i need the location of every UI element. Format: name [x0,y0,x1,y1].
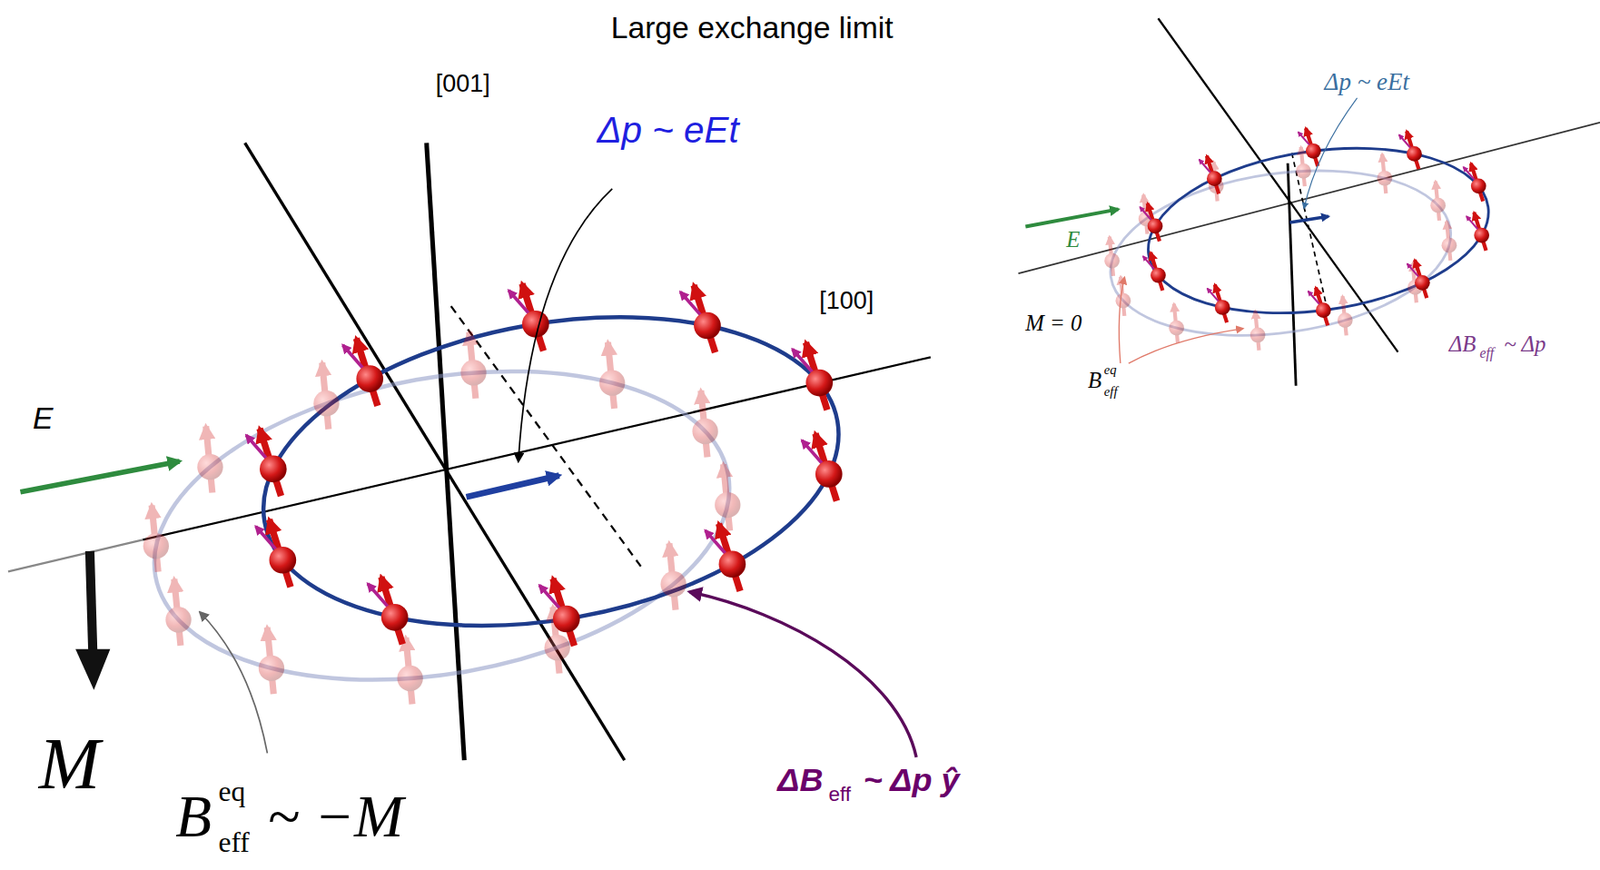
field-symbol: ΔB [777,763,823,797]
spin-vector [246,428,287,496]
spin-vector [599,342,625,409]
spin-vector [1207,284,1231,323]
subscript: eff [217,828,249,857]
spin-vector [714,464,741,531]
field-label: E [32,403,53,435]
spin-vector [343,338,384,406]
momentum-label: Δp ~ eEt [596,112,739,149]
subscript: eff [1104,385,1118,399]
spin-vector [1407,259,1431,298]
spin-vector [1399,130,1423,169]
spin-vector [1463,163,1487,202]
spin-vector [1430,181,1446,221]
field-arrow [19,461,179,493]
spin-vector [661,543,687,610]
spin-vector [165,579,191,646]
spin-vector [1199,156,1223,195]
momentum-shift-arrow [1289,216,1329,223]
magnetization-arrowhead [75,649,110,691]
axis-line [426,142,465,761]
axis-line [1017,122,1600,274]
spin-vector [680,285,721,353]
fermi-contour [1137,128,1500,334]
spin-vector [1298,128,1322,167]
spin-vector [143,505,169,573]
spin-vector [1250,310,1266,350]
leader-line [1118,277,1125,364]
subscript: eff [1479,346,1494,362]
spin-vector [508,283,549,351]
momentum-shift-arrow [466,475,560,498]
spin-vector [1143,252,1166,291]
leader-line [199,612,267,753]
spin-vector [256,519,297,587]
axis-label: [100] [819,288,874,314]
spin-vector [1139,203,1163,242]
axis-line [142,356,931,540]
relation-label: ~ −M [266,788,404,848]
shifted-axis [451,306,642,567]
magnetization-label: M [39,726,100,800]
axis-line [245,142,625,761]
leader-line [518,188,613,462]
spin-vector [1466,212,1490,251]
spin-vector [792,342,833,410]
spin-vector [258,627,285,694]
axis-line [8,539,143,572]
field-symbol: B [175,788,212,848]
figure-title: Large exchange limit [611,11,894,43]
spin-vector [1168,304,1185,344]
superscript: eq [217,777,246,806]
leader-line [1303,98,1357,208]
spin-vector [460,332,486,399]
relation-label: ~ Δp ŷ [863,763,960,797]
spin-vector [313,362,339,429]
spin-vector [801,433,842,501]
magnetization-label: M = 0 [1025,312,1082,336]
field-symbol: ΔB [1449,332,1477,356]
spin-vector [539,578,580,646]
spin-vector [396,637,423,704]
spin-vector [197,425,223,493]
field-label: E [1066,228,1080,252]
leader-line [1128,328,1244,364]
relation-label: ~ Δp [1503,332,1546,356]
field-symbol: B [1087,369,1102,393]
subscript: eff [828,783,851,804]
fermi-contour [129,329,754,722]
momentum-label: Δp ~ eEt [1324,69,1410,94]
shifted-axis [1292,153,1327,307]
fermi-contour [1099,150,1462,356]
spin-vector [705,523,746,592]
axis-line [1287,163,1296,386]
spin-vector [1308,287,1332,326]
superscript: eq [1104,363,1117,377]
spin-vector [1104,237,1120,277]
leader-line [690,592,917,758]
spin-vector [1337,296,1354,336]
spin-vector [1377,154,1393,194]
axis-label: [001] [435,71,491,97]
magnetization-arrow [89,551,93,653]
spin-vector [1441,221,1458,261]
axis-line [1157,18,1398,352]
field-arrow [1025,208,1118,227]
spin-vector [691,390,718,457]
spin-vector [367,576,408,644]
